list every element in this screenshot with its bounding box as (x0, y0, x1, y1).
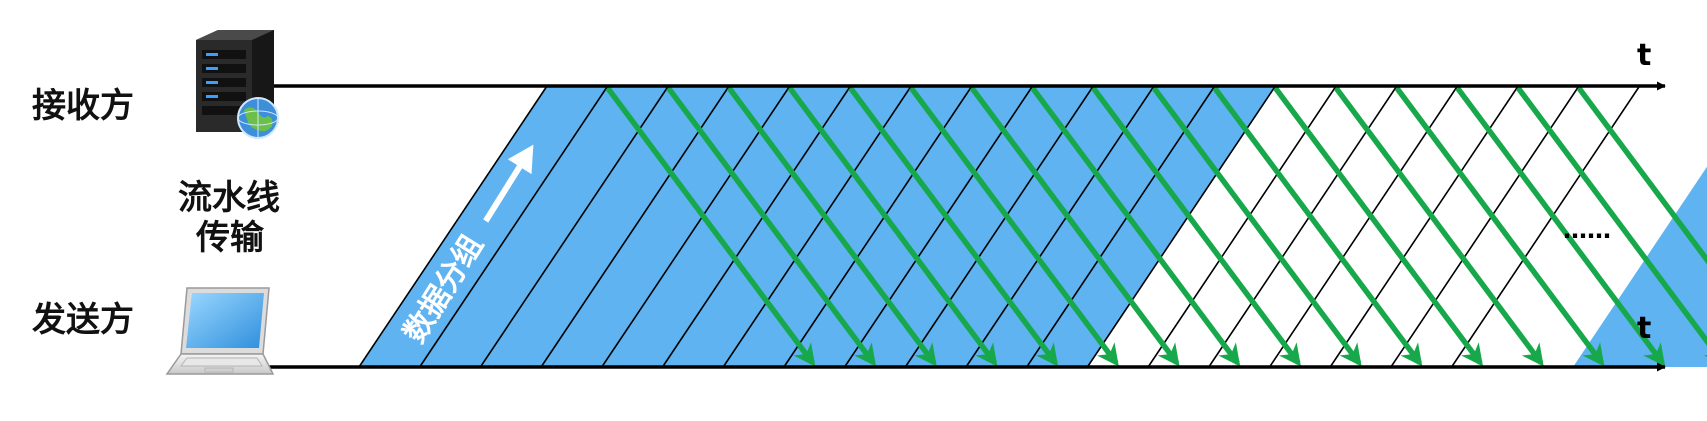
ack-arrow (1515, 86, 1707, 367)
mode-label-line2: 传输 (196, 218, 264, 258)
packet-divider (661, 85, 852, 368)
ack-arrow (848, 86, 1059, 367)
ack-arrow (1333, 86, 1544, 367)
time-label-bottom: t (1637, 311, 1651, 346)
mode-label-line1: 流水线 (178, 178, 280, 218)
packet-divider (1450, 85, 1641, 368)
ack-arrow (908, 86, 1119, 367)
packet-divider (419, 85, 609, 368)
time-label-top: t (1637, 38, 1651, 73)
server-icon (196, 30, 279, 139)
packet-divider (1147, 85, 1337, 368)
packet-divider (358, 85, 548, 368)
ack-arrow (969, 86, 1180, 367)
packet-dividers (358, 85, 1641, 368)
packet-layer (359, 86, 1707, 367)
packet-divider (1208, 85, 1398, 368)
ack-arrow (666, 86, 877, 367)
receiver-label: 接收方 (32, 86, 134, 126)
packet-divider (1268, 85, 1459, 368)
packet-divider (540, 85, 730, 368)
packets-arrow-shaft (483, 160, 526, 223)
ack-arrow (1091, 86, 1301, 367)
packet-divider (965, 85, 1155, 368)
ack-arrow (1273, 86, 1484, 367)
packet-divider (843, 85, 1034, 368)
ack-arrow (1455, 86, 1666, 367)
packet-divider (783, 85, 973, 368)
ellipsis: …… (1563, 216, 1611, 244)
sender-label: 发送方 (32, 300, 134, 340)
packet-divider (601, 85, 791, 368)
ack-arrow (1030, 86, 1241, 367)
ack-arrow (605, 86, 816, 367)
ack-arrow (726, 86, 937, 367)
ack-layer (605, 86, 1707, 367)
ack-arrow (1576, 86, 1707, 265)
packet-divider (1390, 85, 1580, 368)
ack-arrow (1394, 86, 1605, 367)
ack-arrow (1212, 86, 1423, 367)
packets-arrow-head (507, 144, 534, 175)
packet-divider (904, 85, 1094, 368)
laptop-icon (165, 287, 275, 375)
packet-divider (479, 85, 670, 368)
ack-arrow (787, 86, 998, 367)
ack-arrow (1151, 86, 1362, 367)
packet-divider (722, 85, 912, 368)
packet-divider (1026, 85, 1216, 368)
packet-divider (1329, 85, 1519, 368)
packet-divider (1086, 85, 1277, 368)
